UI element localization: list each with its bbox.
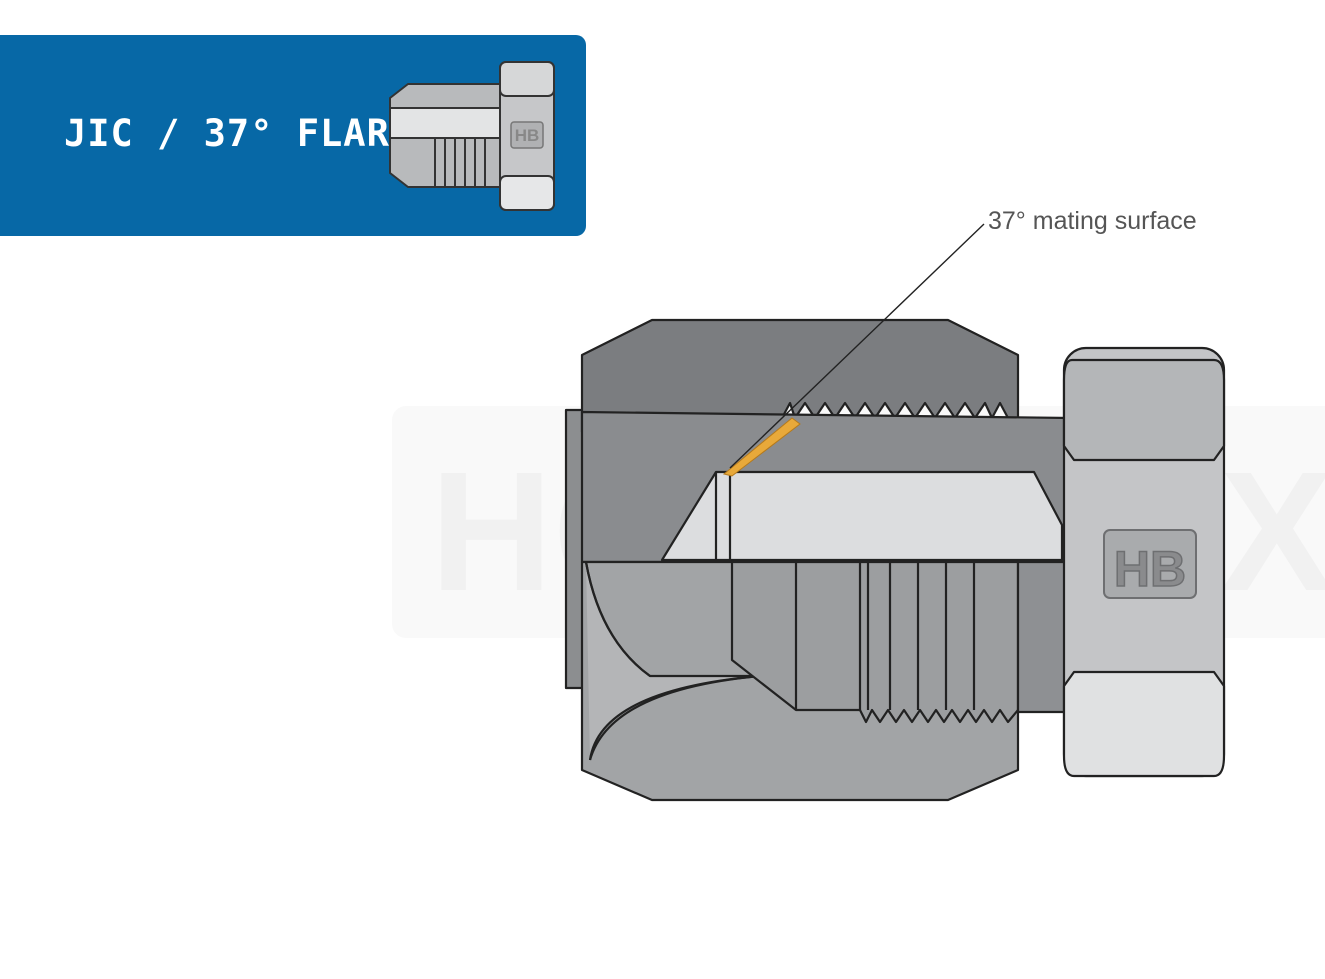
watermark-letters-right: X [1220, 437, 1325, 627]
hex-face-top [1062, 358, 1226, 462]
mating-surface-highlight [722, 417, 801, 477]
hb-logo-text: HB [1114, 541, 1186, 597]
mating-surface-label: 37° mating surface [988, 207, 1197, 235]
svg-text:HB: HB [515, 126, 540, 145]
fitting-body-neck [1016, 560, 1072, 714]
banner-title: JIC / 37° FLARE [64, 112, 414, 155]
hex-face-bottom [1062, 670, 1226, 778]
hb-logo-badge [1103, 529, 1197, 599]
fitting-flare-bore [660, 470, 1064, 562]
nut-body-top [580, 318, 1020, 434]
fitting-thumbnail-icon: HB [389, 61, 555, 211]
callout-leader-line [729, 223, 985, 469]
